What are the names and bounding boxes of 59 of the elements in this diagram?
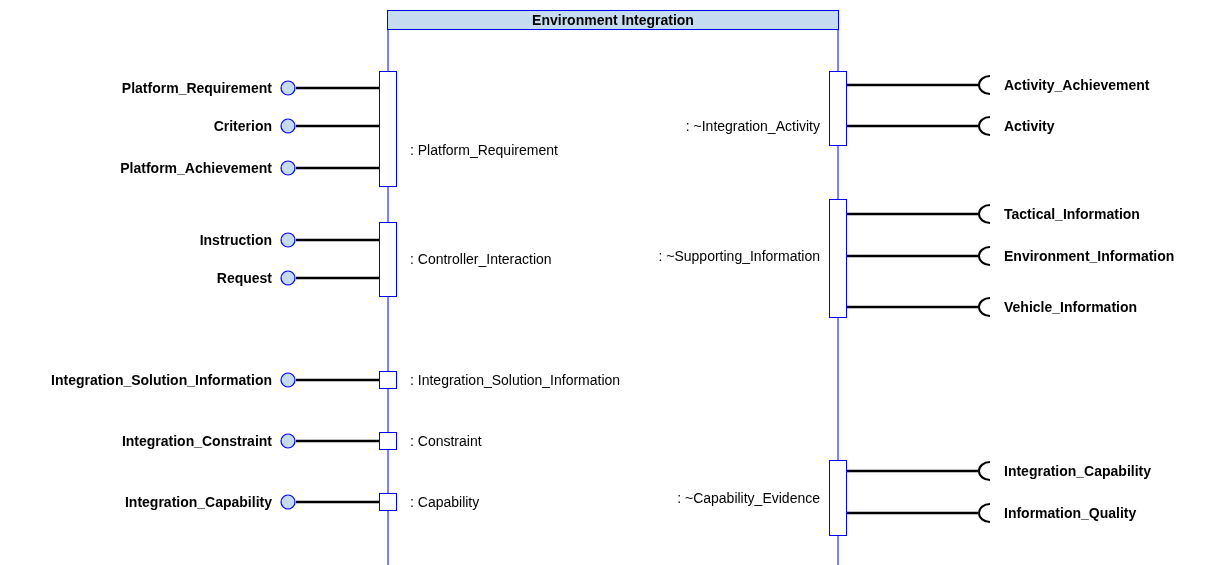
connector-line [296, 86, 379, 90]
interface-label: Environment_Information [1004, 248, 1175, 264]
port-box [379, 432, 397, 450]
interface-label: Integration_Capability [124, 494, 272, 510]
connector-line [847, 212, 978, 216]
connector-line [296, 166, 379, 170]
connector-line [296, 124, 379, 128]
connector-line [847, 469, 978, 473]
connector-line [847, 254, 978, 258]
port-box [829, 199, 847, 318]
interface-label: Integration_Solution_Information [51, 372, 272, 388]
interface-label: Platform_Requirement [121, 80, 272, 96]
interface-label: Integration_Capability [1004, 463, 1152, 479]
interface-label: Request [216, 270, 272, 286]
port-label: : Capability [410, 494, 480, 510]
connector-line [847, 305, 978, 309]
interface-label: Platform_Achievement [120, 160, 272, 176]
interface-label: Integration_Constraint [121, 433, 272, 449]
provided-interface-circle [280, 80, 296, 96]
connector-line [296, 378, 379, 382]
provided-interface-circle [280, 433, 296, 449]
required-interface-socket [978, 297, 990, 317]
port-box [829, 71, 847, 146]
provided-interface-circle [280, 494, 296, 510]
port-label: : Constraint [410, 433, 482, 449]
required-interface-socket [978, 75, 990, 95]
connector-line [296, 276, 379, 280]
interface-label: Instruction [199, 232, 272, 248]
connector-line [847, 83, 978, 87]
provided-interface-circle [280, 118, 296, 134]
connector-line [847, 511, 978, 515]
provided-interface-circle [280, 372, 296, 388]
port-box [379, 71, 397, 187]
required-interface-socket [978, 204, 990, 224]
component-title-bar: Environment Integration [387, 10, 839, 30]
interface-label: Vehicle_Information [1004, 299, 1138, 315]
connector-line [296, 500, 379, 504]
provided-interface-circle [280, 232, 296, 248]
provided-interface-circle [280, 160, 296, 176]
interface-label: Activity [1004, 118, 1055, 134]
required-interface-socket [978, 503, 990, 523]
interface-label: Criterion [213, 118, 272, 134]
interface-label: Information_Quality [1004, 505, 1137, 521]
port-label: : Platform_Requirement [410, 142, 558, 158]
required-interface-socket [978, 461, 990, 481]
port-box [829, 460, 847, 536]
required-interface-socket [978, 246, 990, 266]
connector-line [847, 124, 978, 128]
connector-line [296, 439, 379, 443]
provided-interface-circle [280, 270, 296, 286]
required-interface-socket [978, 116, 990, 136]
port-label: : Integration_Solution_Information [410, 372, 621, 388]
connector-line [296, 238, 379, 242]
port-box [379, 222, 397, 297]
port-label: : Controller_Interaction [410, 251, 552, 267]
interface-label: Activity_Achievement [1004, 77, 1150, 93]
interface-label: Tactical_Information [1004, 206, 1140, 222]
port-box [379, 371, 397, 389]
port-box [379, 493, 397, 511]
